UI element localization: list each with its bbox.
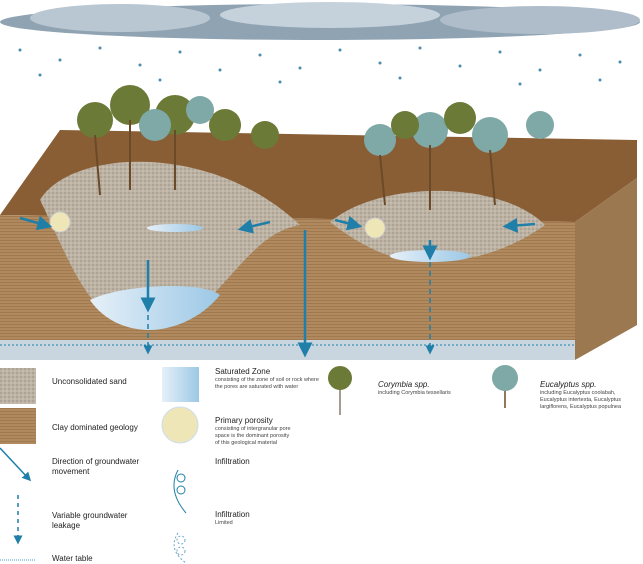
legend-eucalyptus-icon [492, 365, 518, 408]
legend-corymbia-title: Corymbia spp. [378, 380, 430, 389]
legend-porosity-desc: consisting of intergranular pore space i… [215, 426, 291, 446]
legend-infiltration-limited-desc: Limited [215, 520, 233, 526]
porosity-marker [49, 211, 71, 233]
legend-infiltration-label: Infiltration [215, 457, 250, 466]
legend-sand-swatch [0, 368, 36, 404]
legend-corymbia-desc: including Corymbia tessellaris [378, 390, 451, 396]
legend-clay-swatch [0, 408, 36, 444]
legend-clay-label: Clay dominated geology [52, 423, 138, 432]
basal-aquifer [0, 340, 575, 360]
right-sand-basin [330, 190, 545, 262]
legend-corymbia-icon [328, 366, 352, 415]
legend-direction-icon [0, 447, 32, 482]
rain-clouds [0, 2, 640, 86]
legend-infiltration-limited-icon [173, 532, 187, 563]
legend-eucalyptus-title: Eucalyptus spp. [540, 380, 597, 389]
clay-side-face [575, 178, 637, 360]
legend-infiltration-icon [173, 469, 187, 514]
legend-corymbia-entry: Corymbia spp.including Corymbia tessella… [378, 380, 451, 397]
legend-direction-label: Direction of groundwater movement [52, 457, 140, 476]
legend-porosity-title: Primary porosity [215, 416, 273, 425]
legend-porosity-icon [161, 406, 199, 444]
legend-saturated-swatch [162, 367, 199, 402]
legend-eucalyptus-desc: including Eucalyptus coolabah, Eucalyptu… [540, 390, 622, 410]
legend-water-table-label: Water table [52, 554, 93, 563]
legend-eucalyptus-entry: Eucalyptus spp.including Eucalyptus cool… [540, 380, 640, 411]
legend-saturated-title: Saturated Zone [215, 367, 271, 376]
rain-drops [18, 46, 622, 86]
legend-saturated-desc: consisting of the zone of soil or rock w… [215, 377, 319, 390]
legend-infiltration-limited-title: Infiltration [215, 510, 250, 519]
porosity-marker [364, 217, 386, 239]
legend-sand-label: Unconsolidated sand [52, 377, 127, 386]
left-sand-basin [40, 161, 300, 330]
leakage-arrows [143, 262, 435, 355]
groundwater-arrows [19, 215, 536, 358]
trees [77, 85, 554, 210]
perched-water-lens [147, 224, 203, 232]
legend-leakage-label: Variable groundwater leakage [52, 511, 128, 530]
